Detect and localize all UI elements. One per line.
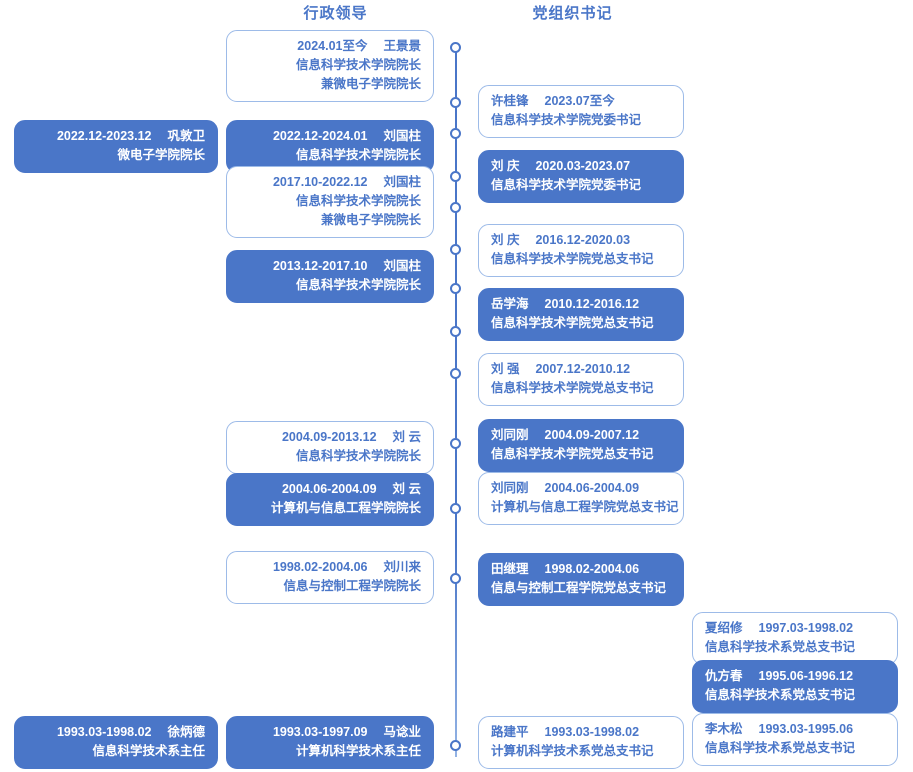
timeline-node-11[interactable] [450,573,461,584]
event-card-title: 信息科学技术学院院长 [295,194,421,208]
event-card-title-secondary: 兼微电子学院院长 [320,213,421,227]
timeline-node-7[interactable] [450,326,461,337]
event-card-title: 信息科学技术学院党总支书记 [491,252,654,266]
timeline-node-2[interactable] [450,128,461,139]
event-card-title: 信息科学技术学院院长 [295,58,421,72]
event-card-title: 信息科学技术学院党总支书记 [491,381,654,395]
event-card-title: 信息科学技术学院党总支书记 [491,316,654,330]
timeline-node-8[interactable] [450,368,461,379]
timeline-node-12[interactable] [450,740,461,751]
event-card-wang-jingjing-2024[interactable]: 2024.01至今王景景信息科学技术学院院长兼微电子学院院长 [226,30,434,102]
timeline-axis-line [455,47,457,757]
event-card-title: 信息科学技术系党总支书记 [705,741,856,755]
timeline-node-1[interactable] [450,97,461,108]
event-card-title: 计算机与信息工程学院院长 [270,501,421,515]
timeline-node-10[interactable] [450,503,461,514]
event-card-title: 信息科学技术系党总支书记 [705,688,856,702]
column-header-party: 党组织书记 [532,5,613,22]
event-card-title: 信息科学技术系党总支书记 [705,640,856,654]
event-card-title: 计算机科学技术系主任 [295,744,421,758]
event-card-title: 信息与控制工程学院院长 [283,579,421,593]
event-card-title: 信息科学技术学院党委书记 [491,113,642,127]
event-card-title: 信息科学技术系主任 [92,744,205,758]
timeline-node-4[interactable] [450,202,461,213]
timeline-node-9[interactable] [450,438,461,449]
event-card-title: 信息与控制工程学院党总支书记 [491,581,667,595]
event-card-title: 微电子学院院长 [117,148,205,162]
timeline-node-0[interactable] [450,42,461,53]
event-card-title: 信息科学技术学院党总支书记 [491,447,654,461]
timeline-node-3[interactable] [450,171,461,182]
column-header-admin: 行政领导 [303,5,368,22]
event-card-title-secondary: 兼微电子学院院长 [320,77,421,91]
event-card-title: 信息科学技术学院院长 [295,449,421,463]
event-card-heading: 2024.01至今王景景 [297,39,421,53]
event-card-title: 信息科学技术学院党委书记 [491,178,642,192]
timeline-node-5[interactable] [450,244,461,255]
event-card-title: 计算机科学技术系党总支书记 [491,744,654,758]
timeline-node-6[interactable] [450,283,461,294]
event-card-title: 信息科学技术学院院长 [295,278,421,292]
event-card-title: 信息科学技术学院院长 [295,148,421,162]
event-card-title: 计算机与信息工程学院党总支书记 [491,500,679,514]
